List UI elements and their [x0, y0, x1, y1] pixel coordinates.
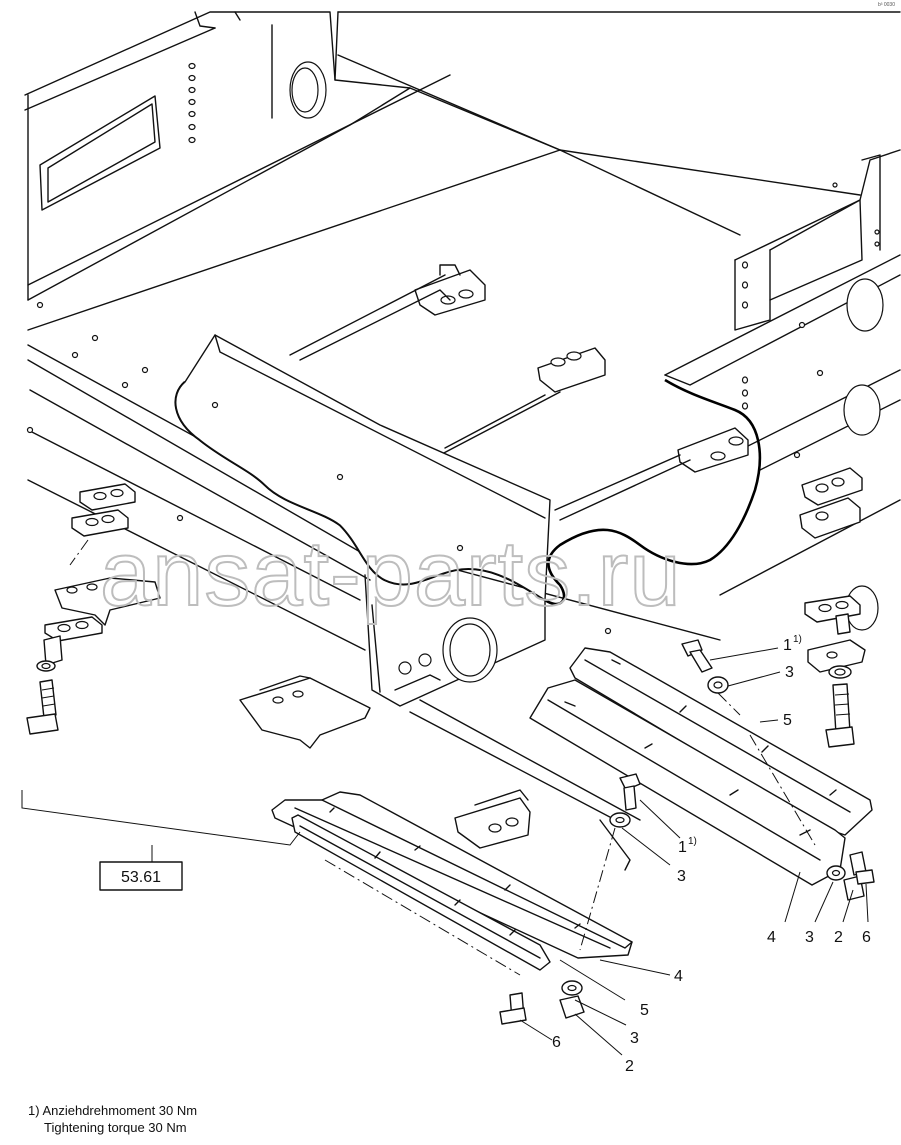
callout-6-right: 6: [862, 929, 871, 946]
left-bracket-assembly: [26, 483, 161, 735]
callout-5-right: 5: [783, 712, 792, 729]
callout-3-right-bottom: 3: [805, 929, 814, 946]
reference-box-label: 53.61: [121, 869, 161, 886]
watermark: ansat-parts.ru: [100, 523, 682, 625]
center-member: [175, 334, 551, 601]
callout-3-right-top: 3: [785, 664, 794, 681]
plate-slots: [564, 659, 837, 836]
corner-code: b³ 0030: [878, 2, 895, 8]
torque-footnote: 1) Anziehdrehmoment 30 Nm Tightening tor…: [28, 1102, 197, 1136]
hole-column-right: [741, 261, 749, 410]
callout-3-center: 3: [677, 868, 686, 885]
callout-4-lower: 4: [674, 968, 683, 985]
floor-brackets: [289, 264, 863, 539]
callout-6-lower: 6: [552, 1034, 561, 1051]
callout-1-center: 1: [678, 839, 687, 856]
callouts: 1 1) 3 5 4 3 2 6 1 1) 3 4 5 3 2 6: [552, 634, 871, 1075]
footnote-line-2: Tightening torque 30 Nm: [44, 1120, 187, 1135]
callout-1-center-note: 1): [688, 836, 697, 847]
right-cover-plates: [529, 639, 875, 901]
hole-row: [188, 62, 196, 144]
frame-structure: [24, 11, 901, 871]
frame-holes: [26, 182, 880, 635]
lower-cover-plates: [271, 773, 641, 1025]
right-bracket-assembly: [804, 595, 866, 748]
callout-2-lower: 2: [625, 1058, 634, 1075]
reference-box: [99, 861, 183, 891]
footnote-line-1: 1) Anziehdrehmoment 30 Nm: [28, 1103, 198, 1118]
callout-5-lower: 5: [640, 1002, 649, 1019]
callout-1-right: 1: [783, 637, 792, 654]
callout-4-right: 4: [767, 929, 776, 946]
callout-1-right-note: 1): [793, 634, 802, 645]
mid-bracket: [239, 675, 371, 749]
leader-lines: [519, 647, 869, 1056]
lower-mid-bracket: [454, 789, 531, 849]
callout-3-lower: 3: [630, 1030, 639, 1047]
callout-2-right: 2: [834, 929, 843, 946]
reference-assembly: 53.61: [21, 790, 301, 891]
